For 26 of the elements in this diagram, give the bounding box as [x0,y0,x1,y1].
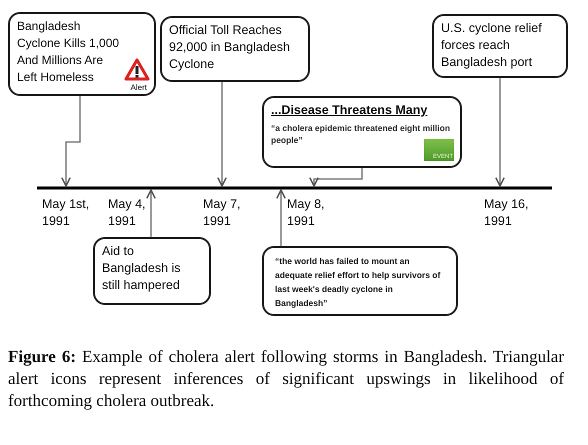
headline-text: Official Toll Reaches 92,000 in Bangladesh Cyclone [169,23,290,71]
figure-caption: Figure 6: Example of cholera alert following storms in Bangladesh. Triangular alert icons represent inferences of significant upswings in likelihood of forthcoming cholera outbreak. [8,346,564,412]
arrow [61,96,81,187]
headline-box [432,14,568,78]
headline-box [93,237,211,305]
date-label: May 1st, 1991 [42,196,90,230]
event-box [262,96,462,168]
icon-caption: Alert [130,83,147,93]
date-label: May 16, 1991 [484,196,530,230]
date-label: May 7, 1991 [203,196,242,230]
date-label: May 4, 1991 [108,196,147,230]
arrow [217,82,227,187]
arrow [495,78,505,187]
timeline-axis [37,186,552,190]
headline-text: Aid to Bangladesh is still hampered [102,244,181,292]
arrow [309,168,363,187]
headline-box [8,12,156,96]
headline-box [160,16,310,82]
arrow [276,189,286,246]
headline-text: U.S. cyclone relief forces reach Bangladesh port [441,21,542,69]
date-label: May 8, 1991 [287,196,326,230]
arrow [146,189,156,237]
quote-text: “the world has failed to mount an adequate relief effort to help survivors of last week's deadly cyclone in Bangladesh” [274,255,442,310]
quote-box [262,246,458,316]
headline-text: Bangladesh Cyclone Kills 1,000 And Millions Are Left Homeless [17,18,120,86]
event-heading: ...Disease Threatens Many [271,102,428,119]
